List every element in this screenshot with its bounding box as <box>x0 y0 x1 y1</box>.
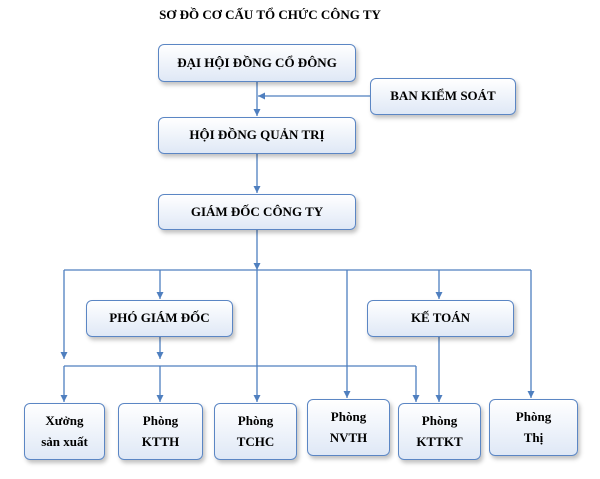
node-label-line1: Xưởng <box>45 413 84 429</box>
node-giam-doc-cong-ty: GIÁM ĐỐC CÔNG TY <box>158 194 356 230</box>
node-label: PHÓ GIÁM ĐỐC <box>109 310 210 326</box>
node-label-line1: Phòng <box>330 409 367 425</box>
node-ke-toan: KẾ TOÁN <box>367 300 514 337</box>
node-label-line1: Phòng <box>515 409 552 425</box>
node-label-line2: sản xuất <box>41 433 88 449</box>
node-label: KẾ TOÁN <box>410 310 471 326</box>
node-label-line1: Phòng <box>421 413 458 429</box>
node-hoi-dong-quan-tri: HỘI ĐỒNG QUẢN TRỊ <box>158 117 356 154</box>
node-xuong-san-xuat: Xưởng sản xuất <box>24 403 105 460</box>
node-phong-thi: Phòng Thị <box>489 399 578 456</box>
node-label: GIÁM ĐỐC CÔNG TY <box>190 203 324 219</box>
node-label: ĐẠI HỘI ĐỒNG CỔ ĐÔNG <box>177 54 337 70</box>
node-label: BAN KIỂM SOÁT <box>390 88 496 104</box>
node-label-line2: Thị <box>523 429 544 445</box>
node-dai-hoi-dong-co-dong: ĐẠI HỘI ĐỒNG CỔ ĐÔNG <box>158 44 356 82</box>
node-ban-kiem-soat: BAN KIỂM SOÁT <box>370 78 516 115</box>
node-label-line1: Phòng <box>142 413 179 429</box>
node-label-line2: KTTKT <box>416 433 463 449</box>
node-phong-tchc: Phòng TCHC <box>214 403 297 460</box>
node-phong-nvth: Phòng NVTH <box>307 399 390 456</box>
node-phong-kttkt: Phòng KTTKT <box>398 403 481 460</box>
node-label-line1: Phòng <box>237 413 274 429</box>
node-phong-ktth: Phòng KTTH <box>118 403 203 460</box>
node-label-line2: NVTH <box>329 429 368 445</box>
diagram-title: SƠ ĐỒ CƠ CẤU TỔ CHỨC CÔNG TY <box>159 7 381 22</box>
node-pho-giam-doc: PHÓ GIÁM ĐỐC <box>86 300 233 337</box>
node-label: HỘI ĐỒNG QUẢN TRỊ <box>189 127 325 143</box>
node-label-line2: TCHC <box>236 433 275 449</box>
node-label-line2: KTTH <box>141 433 180 449</box>
